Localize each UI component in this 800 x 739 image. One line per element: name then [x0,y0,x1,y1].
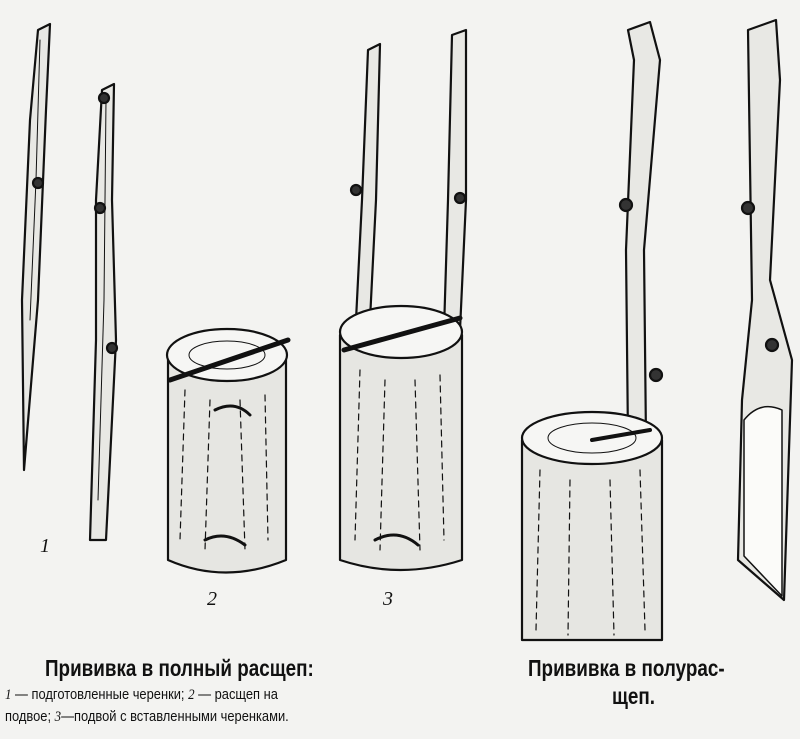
split-rootstock [165,327,291,574]
label-1: 1 [40,535,50,557]
caption-text: — расщеп на [194,686,278,703]
rootstock-with-scions [338,28,468,572]
left-caption-title: Прививка в полный расщеп: [45,655,314,681]
caption-num-2: 2 [188,687,195,703]
label-2: 2 [207,588,217,610]
caption-text: — подготовленные черенки; [11,686,189,703]
scion-cutting-1a [20,22,52,472]
caption-num-3: 3 [54,709,62,725]
scion-cutting-1b [88,82,119,542]
left-caption-body: 1 — подготовленные черенки; 2 — расщеп н… [5,684,289,728]
caption-text: подвое; [5,708,55,725]
caption-text: —подвой с вставленными черенками. [61,708,289,725]
right-caption-line1: Прививка в полурас- [528,655,725,681]
label-3: 3 [383,588,393,610]
right-caption-line2: щеп. [612,683,656,709]
caption-num-1: 1 [5,687,12,703]
half-split-scion [736,18,794,602]
half-split-rootstock [520,20,664,642]
